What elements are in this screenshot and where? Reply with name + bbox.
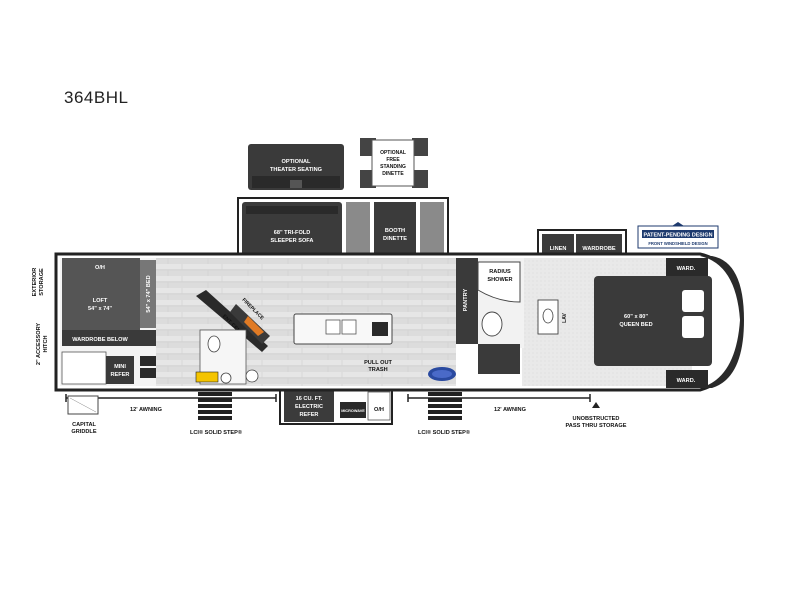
- griddle-label-1: CAPITAL: [72, 422, 96, 428]
- capital-griddle: CAPITAL GRIDDLE: [67, 395, 99, 435]
- dinette-opt-2: FREE: [386, 157, 400, 163]
- optional-dinette: OPTIONAL FREE STANDING DINETTE: [360, 138, 428, 188]
- awning-right-label: 12' AWNING: [494, 407, 526, 413]
- dinette-opt-3: STANDING: [380, 164, 406, 170]
- microwave-label: MICROWAVE: [341, 409, 365, 413]
- queen-label-2: QUEEN BED: [619, 322, 652, 328]
- bathroom: RADIUS SHOWER LAV: [477, 261, 568, 374]
- mini-refer-label-2: REFER: [111, 372, 130, 378]
- theater-label-1: OPTIONAL: [282, 159, 311, 165]
- optional-theater-seating: OPTIONAL THEATER SEATING: [248, 144, 344, 190]
- lav-label: LAV: [562, 313, 568, 323]
- refer-label-2: ELECTRIC: [295, 404, 323, 410]
- loft-label-1: LOFT: [93, 298, 108, 304]
- bed-side-label: 54" x 74" BED: [146, 275, 152, 312]
- radius-label-2: SHOWER: [487, 277, 512, 283]
- pull-out-label-1: PULL OUT: [364, 360, 392, 366]
- hitch-label-2: HITCH: [43, 335, 49, 352]
- pass-label-2: PASS THRU STORAGE: [565, 423, 626, 429]
- loft-label-2: 54" x 74": [88, 306, 112, 312]
- bunk-room: O/H LOFT 54" x 74" 54" x 74" BED WARDROB…: [60, 258, 156, 386]
- patent-badge: PATENT-PENDING DESIGN FRONT WINDSHIELD D…: [637, 222, 719, 249]
- slideout-top-living: 68" TRI-FOLD SLEEPER SOFA BOOTH DINETTE: [237, 197, 449, 259]
- wardrobe-below-label: WARDROBE BELOW: [72, 337, 128, 343]
- ward-top-label: WARD.: [677, 266, 696, 272]
- ext-storage-label-1: EXTERIOR: [32, 268, 38, 297]
- queen-label-1: 60" x 80": [624, 314, 648, 320]
- patent-label-2: FRONT WINDSHIELD DESIGN: [648, 241, 707, 246]
- awning-left-label: 12' AWNING: [130, 407, 162, 413]
- pull-out-label-2: TRASH: [368, 367, 387, 373]
- pantry-label: PANTRY: [463, 289, 469, 312]
- radius-label-1: RADIUS: [489, 269, 511, 275]
- mini-refer-label-1: MINI: [114, 364, 126, 370]
- linen-label: LINEN: [550, 246, 567, 252]
- pass-thru-storage: UNOBSTRUCTED PASS THRU STORAGE: [565, 402, 627, 429]
- griddle-label-2: GRIDDLE: [71, 429, 96, 435]
- step-right-label: LCI® SOLID STEP®: [418, 429, 471, 436]
- kitchen-oh-label: O/H: [374, 407, 384, 413]
- booth-label-1: BOOTH: [385, 228, 405, 234]
- pantry: PANTRY: [456, 258, 478, 344]
- bedroom: WARD. WARD. 60" x 80" QUEEN BED COUGAR: [594, 258, 732, 388]
- sofa-label-2: SLEEPER SOFA: [271, 238, 314, 244]
- booth-label-2: DINETTE: [383, 236, 407, 242]
- model-title: 364BHL: [64, 88, 129, 107]
- awnings: 12' AWNING 12' AWNING: [65, 394, 591, 413]
- loft-oh-label: O/H: [95, 265, 105, 271]
- dinette-opt-4: DINETTE: [382, 171, 404, 177]
- step-left-label: LCI® SOLID STEP®: [190, 429, 243, 436]
- brand-label: COUGAR: [722, 296, 732, 348]
- slideout-bottom-kitchen: 16 CU. FT. ELECTRIC REFER MICROWAVE O/H: [279, 385, 393, 425]
- entry-steps: [198, 392, 462, 420]
- ext-storage-label-2: STORAGE: [39, 268, 45, 296]
- wardrobe-label: WARDROBE: [582, 246, 616, 252]
- refer-label-3: REFER: [300, 412, 319, 418]
- ward-bottom-label: WARD.: [677, 378, 696, 384]
- theater-label-2: THEATER SEATING: [270, 167, 322, 173]
- hitch-label-1: 2" ACCESSORY: [36, 323, 42, 366]
- pass-label-1: UNOBSTRUCTED: [573, 416, 620, 422]
- patent-label-1: PATENT-PENDING DESIGN: [644, 233, 713, 239]
- sofa-label-1: 68" TRI-FOLD: [274, 230, 311, 236]
- dinette-opt-1: OPTIONAL: [380, 150, 406, 156]
- refer-label-1: 16 CU. FT.: [296, 396, 323, 402]
- kitchen-island: PULL OUT TRASH: [293, 313, 456, 381]
